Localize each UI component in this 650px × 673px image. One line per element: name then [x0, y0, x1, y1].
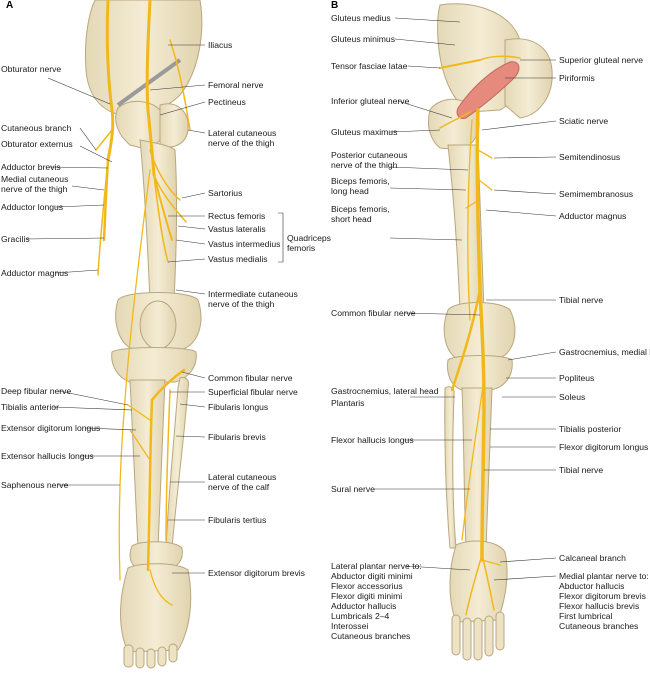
- label-flexor-hallucis-longus: Flexor hallucis longus: [331, 435, 414, 445]
- label-sartorius: Sartorius: [208, 188, 243, 198]
- panel-a-toes: [123, 643, 178, 669]
- label-common-fibular-nerve-a: Common fibular nerve: [208, 373, 293, 383]
- label-adductor-brevis-a: Adductor brevis: [1, 162, 61, 172]
- label-sciatic-nerve: Sciatic nerve: [559, 116, 609, 126]
- label-obturator-externus: Obturator externus: [1, 139, 73, 149]
- label-lateral-cutaneous-calf: Lateral cutaneous nerve of the calf: [208, 472, 277, 492]
- label-biceps-short-head: Biceps femoris, short head: [331, 204, 390, 224]
- label-gluteus-maximus: Gluteus maximus: [331, 127, 398, 137]
- label-calcaneal-branch: Calcaneal branch: [559, 553, 626, 563]
- panel-b-toes: [451, 611, 505, 661]
- label-biceps-long-head: Biceps femoris, long head: [331, 176, 390, 196]
- label-vastus-intermedius: Vastus intermedius: [208, 239, 281, 249]
- panel-b-letter: B: [331, 0, 339, 11]
- label-popliteus: Popliteus: [559, 373, 595, 383]
- label-sural-nerve: Sural nerve: [331, 484, 375, 494]
- label-flexor-digitorum-longus: Flexor digitorum longus: [559, 442, 649, 452]
- label-femoral-nerve: Femoral nerve: [208, 80, 264, 90]
- panel-a-letter: A: [6, 0, 14, 11]
- label-medial-cutaneous-thigh: Medial cutaneous nerve of the thigh: [1, 174, 69, 194]
- panel-a-skeleton: [85, 0, 203, 653]
- label-adductor-magnus-a: Adductor magnus: [1, 268, 69, 278]
- label-gastrocnemius-lateral: Gastrocnemius, lateral head: [331, 386, 439, 396]
- label-pectineus: Pectineus: [208, 97, 246, 107]
- label-tibial-nerve-upper: Tibial nerve: [559, 295, 604, 305]
- label-semitendinosus: Semitendinosus: [559, 152, 621, 162]
- label-extensor-digitorum-longus: Extensor digitorum longus: [1, 423, 101, 433]
- label-posterior-cutaneous-thigh: Posterior cutaneous nerve of the thigh: [331, 150, 408, 170]
- label-tensor-fasciae-latae: Tensor fasciae latae: [331, 61, 408, 71]
- label-tibialis-anterior: Tibialis anterior: [1, 402, 59, 412]
- label-gracilis: Gracilis: [1, 234, 30, 244]
- label-extensor-hallucis-longus: Extensor hallucis longus: [1, 451, 94, 461]
- inguinal-ligament: [116, 58, 182, 107]
- label-saphenous-nerve: Saphenous nerve: [1, 480, 69, 490]
- label-rectus-femoris: Rectus femoris: [208, 211, 266, 221]
- label-fibularis-brevis: Fibularis brevis: [208, 432, 266, 442]
- label-superior-gluteal-nerve: Superior gluteal nerve: [559, 55, 644, 65]
- label-medial-plantar-list: Medial plantar nerve to: Abductor halluc…: [559, 571, 649, 631]
- label-gastrocnemius-medial: Gastrocnemius, medial head: [559, 347, 650, 357]
- label-tibialis-posterior: Tibialis posterior: [559, 424, 622, 434]
- label-inferior-gluteal-nerve: Inferior gluteal nerve: [331, 96, 410, 106]
- label-iliacus: Iliacus: [208, 40, 233, 50]
- label-adductor-longus: Adductor longus: [1, 202, 64, 212]
- label-piriformis: Piriformis: [559, 73, 595, 83]
- leader-lines: [25, 17, 557, 581]
- panel-a-nerves: [95, 0, 191, 606]
- label-semimembranosus: Semimembranosus: [559, 189, 634, 199]
- label-obturator-nerve: Obturator nerve: [1, 64, 62, 74]
- label-lateral-plantar-list: Lateral plantar nerve to: Abductor digit…: [331, 561, 422, 641]
- label-extensor-digitorum-brevis: Extensor digitorum brevis: [208, 568, 305, 578]
- label-gluteus-minimus: Gluteus minimus: [331, 34, 395, 44]
- label-vastus-medialis: Vastus medialis: [208, 254, 268, 264]
- panel-b-nerves: [439, 55, 521, 616]
- label-intermediate-cutaneous-thigh: Intermediate cutaneous nerve of the thig…: [208, 289, 298, 309]
- label-soleus: Soleus: [559, 392, 586, 402]
- label-fibularis-tertius: Fibularis tertius: [208, 515, 267, 525]
- label-quadriceps-femoris: Quadriceps femoris: [287, 233, 331, 253]
- label-vastus-lateralis: Vastus lateralis: [208, 224, 266, 234]
- label-tibial-nerve-lower: Tibial nerve: [559, 465, 604, 475]
- label-lateral-cutaneous-thigh: Lateral cutaneous nerve of the thigh: [208, 128, 277, 148]
- label-gluteus-medius: Gluteus medius: [331, 13, 391, 23]
- label-deep-fibular-nerve: Deep fibular nerve: [1, 386, 72, 396]
- label-fibularis-longus: Fibularis longus: [208, 402, 269, 412]
- label-cutaneous-branch: Cutaneous branch: [1, 123, 72, 133]
- label-common-fibular-nerve-b: Common fibular nerve: [331, 308, 416, 318]
- label-superficial-fibular-nerve: Superficial fibular nerve: [208, 387, 298, 397]
- label-adductor-magnus-b: Adductor magnus: [559, 211, 627, 221]
- label-plantaris: Plantaris: [331, 398, 365, 408]
